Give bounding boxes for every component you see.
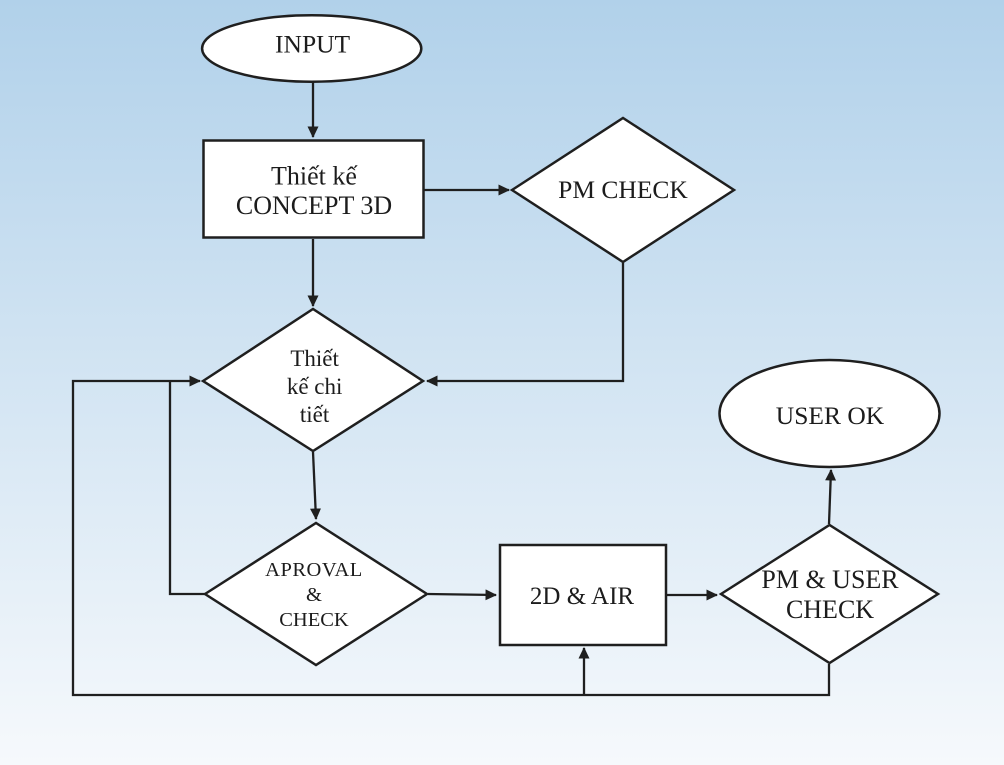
svg-text:APROVAL: APROVAL <box>265 559 363 581</box>
svg-text:PM CHECK: PM CHECK <box>558 175 688 204</box>
svg-text:Thiết: Thiết <box>290 346 339 371</box>
svg-text:2D & AIR: 2D & AIR <box>530 583 635 610</box>
svg-text:PM & USER: PM & USER <box>761 565 899 594</box>
svg-text:kế chi: kế chi <box>287 374 343 399</box>
svg-text:Thiết kế: Thiết kế <box>271 162 358 191</box>
svg-text:CHECK: CHECK <box>279 609 349 631</box>
svg-text:CHECK: CHECK <box>786 595 874 624</box>
svg-text:&: & <box>306 584 322 606</box>
svg-text:CONCEPT 3D: CONCEPT 3D <box>236 191 392 220</box>
svg-text:USER OK: USER OK <box>776 401 885 430</box>
svg-text:tiết: tiết <box>300 402 330 427</box>
svg-text:INPUT: INPUT <box>275 30 351 59</box>
